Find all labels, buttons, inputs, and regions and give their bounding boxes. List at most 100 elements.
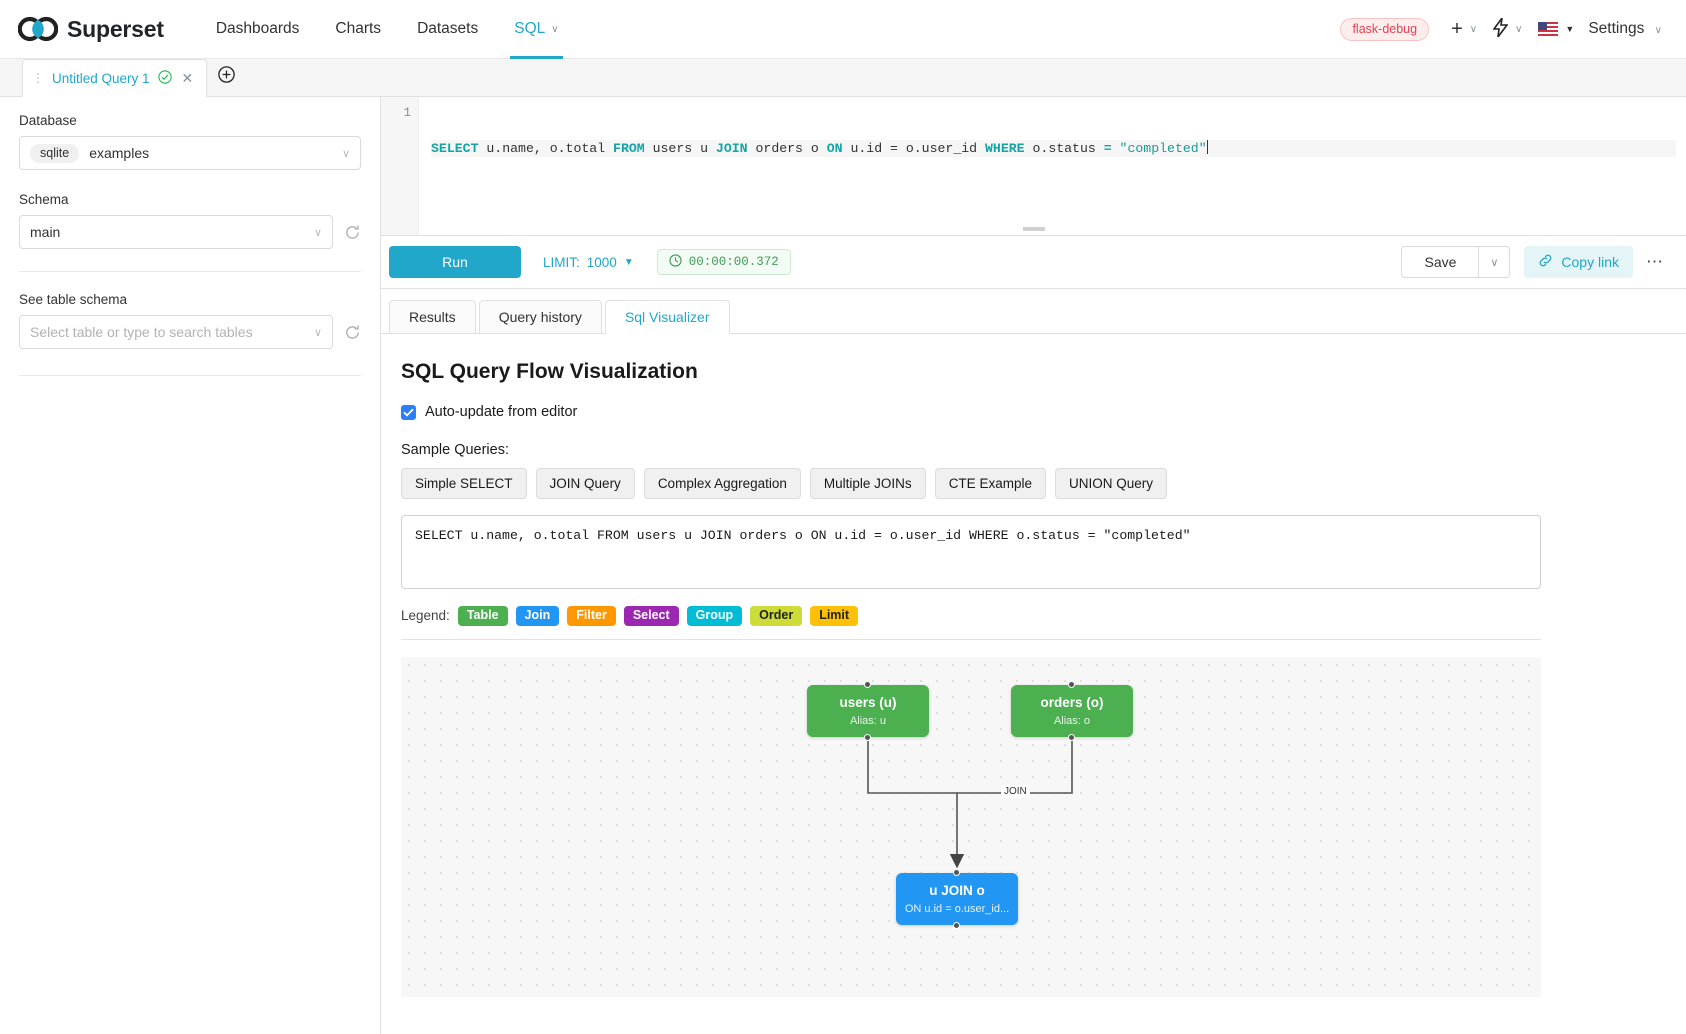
chevron-down-icon: ∨ xyxy=(1469,23,1478,35)
sample-queries-row: Simple SELECT JOIN Query Complex Aggrega… xyxy=(401,468,1652,499)
sql-editor[interactable]: 1 SELECT u.name, o.total FROM users u JO… xyxy=(381,97,1686,236)
node-title: u JOIN o xyxy=(929,882,985,898)
editor-gutter: 1 xyxy=(381,97,419,235)
database-select[interactable]: sqlite examples ∨ xyxy=(19,136,361,170)
new-item-menu[interactable]: + ∨ xyxy=(1451,19,1485,39)
legend-chip-group: Group xyxy=(686,606,743,626)
check-circle-icon xyxy=(157,69,172,87)
schema-value: main xyxy=(30,224,61,240)
flow-node-join[interactable]: u JOIN o ON u.id = o.user_id... xyxy=(896,868,1018,929)
query-tabbar: ⋮ Untitled Query 1 ✕ xyxy=(0,59,1686,97)
nav-link-label: Dashboards xyxy=(215,20,300,37)
tab-sql-visualizer[interactable]: Sql Visualizer xyxy=(604,300,730,334)
tab-label: Results xyxy=(409,309,456,325)
settings-menu[interactable]: Settings ∨ xyxy=(1588,20,1662,38)
node-port-bottom xyxy=(953,921,960,929)
nav-link-sql[interactable]: SQL ∨ xyxy=(496,0,576,59)
sql-input-textarea[interactable] xyxy=(401,515,1541,589)
editor-resize-handle[interactable] xyxy=(1022,227,1045,231)
editor-toolbar: Run LIMIT: 1000 ▼ 00:00:00.372 Save ∨ xyxy=(381,227,1686,289)
edge-label-join: JOIN xyxy=(1001,784,1030,798)
superset-brand[interactable]: Superset xyxy=(18,16,164,43)
database-engine-chip: sqlite xyxy=(30,143,80,163)
language-menu[interactable]: ▼ xyxy=(1538,22,1588,36)
more-options-icon[interactable]: ⋯ xyxy=(1646,252,1664,271)
legend-label: Legend: xyxy=(401,608,450,624)
nav-link-dashboards[interactable]: Dashboards xyxy=(198,0,318,59)
editor-code-area[interactable]: SELECT u.name, o.total FROM users u JOIN… xyxy=(419,97,1686,235)
chevron-down-icon: ∨ xyxy=(341,147,350,160)
node-port-bottom xyxy=(1068,733,1075,741)
drag-handle-icon[interactable]: ⋮ xyxy=(32,71,44,85)
chevron-down-icon: ∨ xyxy=(313,326,322,339)
toolbar-right: Save ∨ Copy link ⋯ xyxy=(1401,246,1664,278)
legend-chip-limit: Limit xyxy=(810,606,859,626)
legend-chip-filter: Filter xyxy=(567,606,616,626)
run-button[interactable]: Run xyxy=(389,246,521,278)
node-port-top xyxy=(1068,680,1075,688)
tab-results[interactable]: Results xyxy=(389,300,476,334)
nav-right-group: flask-debug + ∨ ∨ ▼ xyxy=(1340,17,1662,41)
refresh-tables-icon[interactable] xyxy=(344,324,361,341)
link-icon xyxy=(1538,253,1553,271)
chevron-down-icon: ∨ xyxy=(1515,23,1523,35)
page-title: SQL Query Flow Visualization xyxy=(401,360,698,383)
query-tab-label: Untitled Query 1 xyxy=(52,70,150,86)
flow-node-orders[interactable]: orders (o) Alias: o xyxy=(1011,680,1133,741)
table-row: Select table or type to search tables ∨ xyxy=(19,315,361,349)
node-port-top xyxy=(864,680,871,688)
limit-value: 1000 xyxy=(586,254,617,270)
panel-divider xyxy=(19,271,361,272)
close-icon[interactable]: ✕ xyxy=(181,69,194,86)
query-flow-canvas[interactable]: users (u) Alias: u orders (o) Alias: o J… xyxy=(401,656,1541,997)
auto-update-row: Auto-update from editor xyxy=(401,404,1652,420)
left-panel: Database sqlite examples ∨ Schema main ∨… xyxy=(0,97,381,1034)
sample-queries-label: Sample Queries: xyxy=(401,442,509,458)
database-label: Database xyxy=(19,113,77,128)
node-port-bottom xyxy=(864,733,871,741)
node-subtitle: ON u.id = o.user_id... xyxy=(904,902,1010,915)
copy-link-label: Copy link xyxy=(1561,254,1619,270)
plus-icon[interactable]: + xyxy=(1451,18,1463,40)
nav-link-charts[interactable]: Charts xyxy=(317,0,399,59)
flow-edges xyxy=(867,740,1073,868)
schema-select[interactable]: main ∨ xyxy=(19,215,333,249)
query-timer: 00:00:00.372 xyxy=(656,249,791,275)
auto-update-label: Auto-update from editor xyxy=(425,404,578,420)
bolt-icon[interactable] xyxy=(1492,17,1509,41)
copy-link-button[interactable]: Copy link xyxy=(1524,246,1633,278)
add-query-tab-button[interactable] xyxy=(207,58,245,96)
right-panel: 1 SELECT u.name, o.total FROM users u JO… xyxy=(381,97,1686,1034)
tab-query-history[interactable]: Query history xyxy=(478,300,602,334)
nav-link-datasets[interactable]: Datasets xyxy=(399,0,496,59)
nav-link-label: Charts xyxy=(335,20,382,37)
legend-chip-join: Join xyxy=(515,606,560,626)
panel-divider-2 xyxy=(19,375,361,376)
flow-node-users[interactable]: users (u) Alias: u xyxy=(807,680,929,741)
top-navbar: Superset Dashboards Charts Datasets SQL … xyxy=(0,0,1686,59)
sample-button-cte-example[interactable]: CTE Example xyxy=(934,468,1046,499)
sample-button-multiple-joins[interactable]: Multiple JOINs xyxy=(809,468,926,499)
sample-button-complex-aggregation[interactable]: Complex Aggregation xyxy=(643,468,801,499)
limit-dropdown[interactable]: LIMIT: 1000 ▼ xyxy=(543,255,634,270)
query-tab-untitled-query-1[interactable]: ⋮ Untitled Query 1 ✕ xyxy=(22,59,208,97)
chevron-down-icon: ∨ xyxy=(551,23,559,35)
schema-row: main ∨ xyxy=(19,215,361,249)
chevron-down-icon: ∨ xyxy=(313,226,322,239)
sample-button-union-query[interactable]: UNION Query xyxy=(1054,468,1167,499)
us-flag-icon xyxy=(1538,22,1559,36)
nav-links: Dashboards Charts Datasets SQL ∨ xyxy=(198,0,577,59)
bolt-menu[interactable]: ∨ xyxy=(1492,17,1530,41)
refresh-schema-icon[interactable] xyxy=(344,224,361,241)
clock-icon xyxy=(669,253,682,271)
node-subtitle: Alias: u xyxy=(849,714,887,727)
save-button[interactable]: Save xyxy=(1401,246,1480,278)
auto-update-checkbox[interactable] xyxy=(401,404,416,420)
legend-row: Legend: Table Join Filter Select Group O… xyxy=(401,606,1652,626)
table-select[interactable]: Select table or type to search tables ∨ xyxy=(19,315,333,349)
sample-button-simple-select[interactable]: Simple SELECT xyxy=(401,468,527,499)
sample-button-join-query[interactable]: JOIN Query xyxy=(535,468,635,499)
save-dropdown-button[interactable]: ∨ xyxy=(1479,246,1511,278)
tab-label: Query history xyxy=(498,309,582,325)
editor-line-1: SELECT u.name, o.total FROM users u JOIN… xyxy=(431,140,1676,157)
